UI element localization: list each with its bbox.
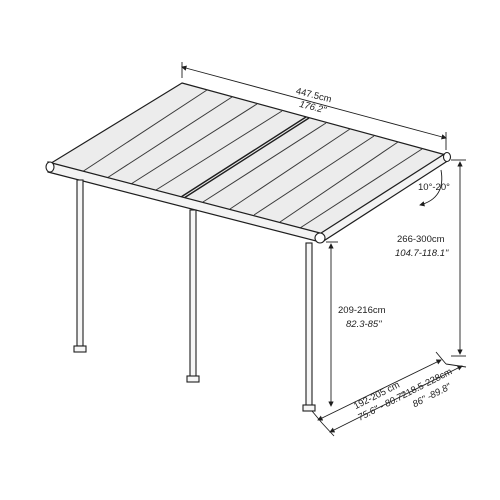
height-max-metric: 266-300cm — [397, 234, 445, 245]
posts — [73, 179, 316, 412]
post-left — [76, 179, 84, 347]
dimension-lines — [181, 62, 467, 437]
roof-panel-area — [46, 82, 448, 237]
height-max-imperial: 104.7-118.1" — [395, 248, 449, 259]
left-end-cap — [45, 161, 55, 173]
right-end-cap — [442, 151, 452, 163]
height-min-imperial: 82.3-85" — [346, 319, 382, 330]
angle-label: 10°-20° — [418, 182, 450, 193]
corner-cap — [314, 232, 326, 244]
post-center — [189, 209, 197, 378]
post-right — [305, 242, 313, 407]
roof — [45, 82, 452, 244]
height-min-metric: 209-216cm — [338, 305, 386, 316]
